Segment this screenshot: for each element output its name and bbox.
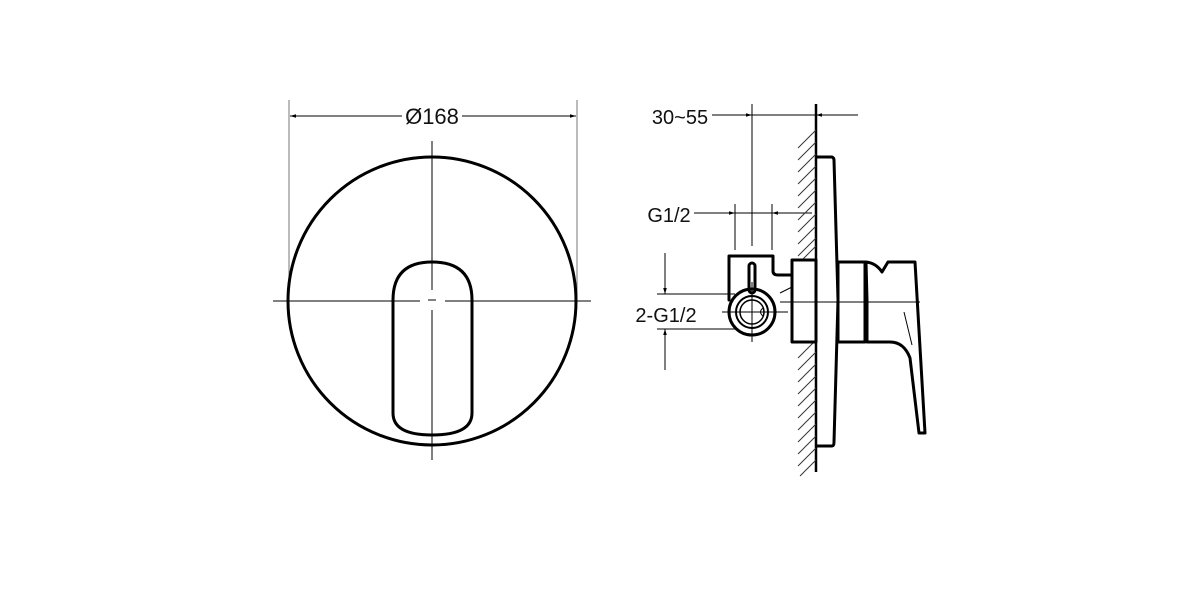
depth-label: 30~55	[652, 107, 708, 129]
inlet-label: G1/2	[647, 205, 690, 227]
front-view: Ø168	[273, 100, 591, 460]
lever-handle-detail	[903, 311, 913, 346]
valve-cartridge-housing	[790, 258, 818, 344]
faceplate-outline	[286, 155, 578, 447]
outlet-label: 2-G1/2	[635, 305, 696, 327]
wall-hatching	[797, 129, 817, 477]
valve-body-edge	[779, 286, 793, 294]
lever-handle-profile	[864, 260, 927, 435]
diameter-label: Ø168	[405, 104, 459, 129]
side-view: 30~55 G1/2 2-G1/2	[635, 104, 927, 477]
handle-outline	[391, 260, 474, 437]
valve-body-outline	[727, 254, 794, 302]
cartridge-cover	[836, 260, 867, 344]
